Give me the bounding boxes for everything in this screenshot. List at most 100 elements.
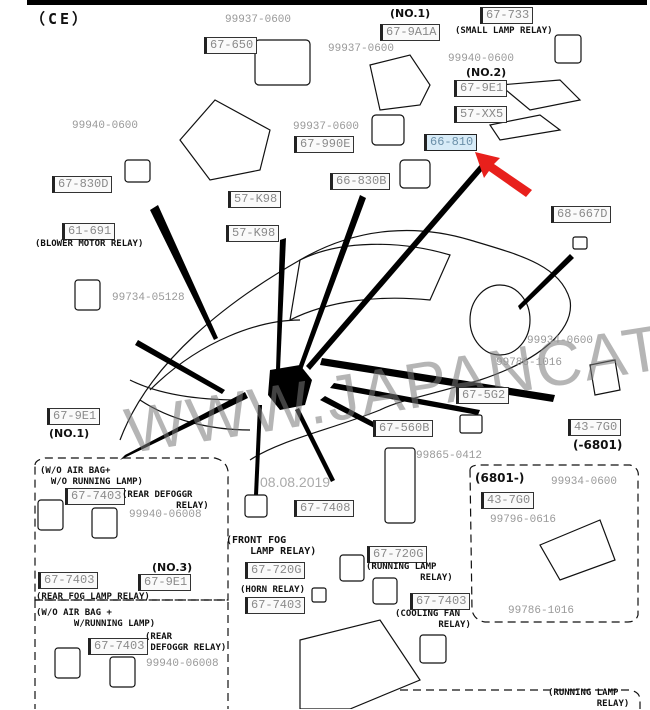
part-label-67-9e1-no3[interactable]: 67-9E1 — [138, 574, 192, 591]
part-label-67-560b[interactable]: 67-560B — [373, 420, 434, 437]
part-label-99937-0600-b[interactable]: 99937-0600 — [328, 43, 395, 55]
part-label-57-xx5[interactable]: 57-XX5 — [454, 106, 508, 123]
box-wo-airbag-2 — [34, 599, 229, 709]
car-hood — [149, 319, 301, 391]
label-no2: (NO.2) — [466, 66, 507, 79]
caption-rear-defoggr-relay-2: (REAR DEFOGGR RELAY) — [145, 632, 227, 653]
part-label-99940-06008-b[interactable]: 99940-06008 — [146, 658, 219, 670]
caption-front-fog-lamp-relay: (FRONT FOG LAMP RELAY) — [226, 535, 317, 557]
part-label-67-7403-e[interactable]: 67-7403 — [88, 638, 149, 655]
part-label-67-9e1-no1[interactable]: 67-9E1 — [47, 408, 101, 425]
relay-rear-fog — [91, 507, 118, 539]
diagram-title: （CE） — [30, 10, 91, 28]
part-label-67-7403-c[interactable]: 67-7403 — [245, 597, 306, 614]
leader-810 — [306, 160, 488, 370]
part-label-67-7408[interactable]: 67-7408 — [294, 500, 355, 517]
part-label-61-691[interactable]: 61-691 — [62, 223, 116, 240]
relay-66-810 — [371, 114, 405, 146]
leader-airbag — [120, 392, 248, 460]
part-label-67-720g-a[interactable]: 67-720G — [245, 562, 306, 579]
caption-small-lamp-relay: (SMALL LAMP RELAY) — [455, 26, 553, 36]
caption-wo-airbag-w-running-lamp: (W/O AIR BAG + W/RUNNING LAMP) — [36, 608, 156, 629]
part-label-43-7g0-b[interactable]: 43-7G0 — [481, 492, 535, 509]
part-label-99937-0600-c[interactable]: 99937-0600 — [293, 121, 360, 133]
leader-k98 — [276, 238, 286, 370]
part-label-67-990e[interactable]: 67-990E — [294, 136, 355, 153]
relay-rear-defog-1 — [37, 499, 64, 531]
relay-running-1 — [372, 577, 398, 605]
central-relay-cluster — [268, 365, 312, 410]
part-label-99734-05128[interactable]: 99734-05128 — [112, 292, 185, 304]
part-label-43-7g0-a[interactable]: 43-7G0 — [568, 419, 622, 436]
leader-830b — [298, 195, 366, 370]
caption-cooling-fan-relay: (COOLING FAN RELAY) — [395, 609, 471, 630]
part-label-67-7403-b[interactable]: 67-7403 — [38, 572, 99, 589]
part-label-67-733[interactable]: 67-733 — [480, 7, 534, 24]
caption-blower-motor-relay: (BLOWER MOTOR RELAY) — [35, 239, 144, 249]
leader-667d — [518, 254, 574, 310]
part-label-66-830b[interactable]: 66-830B — [330, 173, 391, 190]
bracket-67-9a1a — [369, 54, 431, 111]
bracket-43-7g0-top — [589, 359, 621, 396]
part-label-99934-0600-b[interactable]: 99934-0600 — [551, 476, 618, 488]
part-label-57-k98-a[interactable]: 57-K98 — [228, 191, 282, 208]
relay-blower — [74, 279, 101, 311]
part-label-68-667d[interactable]: 68-667D — [551, 206, 612, 223]
top-border — [27, 0, 647, 5]
part-label-67-9a1a[interactable]: 67-9A1A — [380, 24, 441, 41]
part-label-57-k98-b[interactable]: 57-K98 — [226, 225, 280, 242]
red-arrow-icon — [475, 152, 532, 197]
relay-68-667d — [572, 236, 588, 250]
relay-cooling — [419, 634, 447, 664]
bracket-67-990e — [179, 99, 271, 181]
part-label-67-5g2[interactable]: 67-5G2 — [456, 387, 510, 404]
part-label-99934-0600-a[interactable]: 99934-0600 — [527, 335, 594, 347]
bracket-57-xx5 — [489, 114, 562, 141]
label-no1-top: (NO.1) — [390, 7, 431, 20]
part-label-67-650[interactable]: 67-650 — [204, 37, 258, 54]
label-6801-plus: (6801-) — [475, 471, 525, 485]
part-label-67-830d[interactable]: 67-830D — [52, 176, 113, 193]
bracket-67-9e1-no2 — [498, 79, 582, 111]
car-grille — [129, 379, 241, 401]
label-minus-6801: (-6801) — [573, 438, 623, 452]
leader-720g — [295, 408, 335, 482]
caption-horn-relay: (HORN RELAY) — [240, 585, 306, 595]
relay-66-830b — [399, 159, 431, 189]
car-wheel — [469, 284, 531, 356]
part-label-67-7403-a[interactable]: 67-7403 — [65, 488, 126, 505]
part-label-99786-1016-b[interactable]: 99786-1016 — [508, 605, 575, 617]
label-no3: (NO.3) — [152, 561, 193, 574]
part-label-67-9e1-no2[interactable]: 67-9E1 — [454, 80, 508, 97]
part-label-67-7403-d[interactable]: 67-7403 — [410, 593, 471, 610]
part-label-67-720g-b[interactable]: 67-720G — [367, 546, 428, 563]
car-windshield — [289, 243, 451, 322]
relay-small-lamp — [554, 34, 582, 64]
part-label-99940-0600[interactable]: 99940-0600 — [448, 53, 515, 65]
caption-wo-airbag-wo-running-lamp: (W/O AIR BAG+ W/O RUNNING LAMP) — [40, 466, 143, 487]
box-6801 — [469, 464, 639, 623]
module-67-560b — [384, 447, 416, 524]
caption-running-lamp-relay-2: (RUNNING LAMP RELAY) — [548, 688, 630, 709]
relay-rear-defog-2b — [109, 656, 136, 688]
box-wo-airbag-1 — [34, 457, 229, 601]
relay-horn-small — [311, 587, 327, 603]
part-label-99786-1016-a[interactable]: 99786-1016 — [496, 357, 563, 369]
leader-blower — [135, 340, 225, 394]
relay-front-fog — [244, 494, 268, 518]
caption-running-lamp-relay-1: (RUNNING LAMP RELAY) — [366, 562, 453, 583]
bracket-67-650 — [254, 39, 311, 86]
part-label-99937-0600[interactable]: 99937-0600 — [225, 14, 292, 26]
part-label-99865-0412[interactable]: 99865-0412 — [416, 450, 483, 462]
part-label-99940-0600-left[interactable]: 99940-0600 — [72, 120, 139, 132]
car-body-outline — [119, 229, 572, 461]
part-label-66-810-highlighted[interactable]: 66-810 — [424, 134, 478, 151]
relay-rear-defog-2a — [54, 647, 81, 679]
leader-7408 — [254, 405, 262, 495]
fuse-box — [299, 619, 421, 709]
part-label-99796-0616[interactable]: 99796-0616 — [490, 514, 557, 526]
leader-830d — [150, 205, 218, 340]
caption-rear-defoggr-relay-1: (REAR DEFOGGR RELAY) — [122, 490, 209, 511]
part-label-99940-06008-a[interactable]: 99940-06008 — [129, 509, 202, 521]
